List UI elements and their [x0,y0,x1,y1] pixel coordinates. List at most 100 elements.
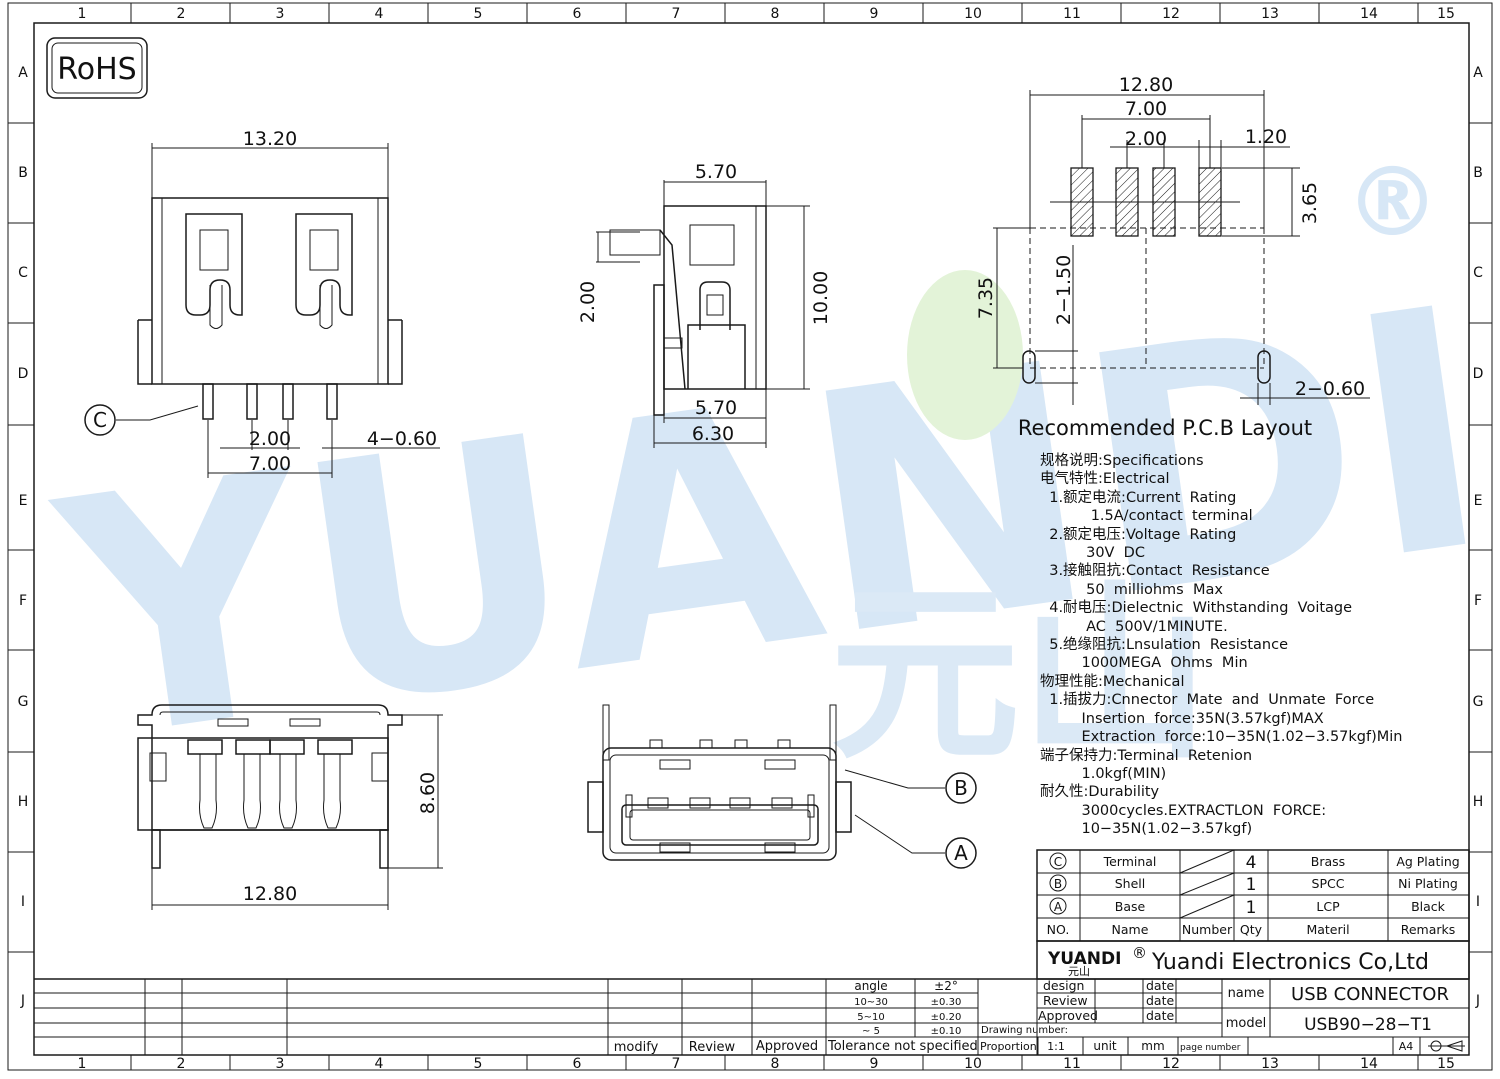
bom-header-qty: Qty [1240,922,1263,937]
bom-name: Shell [1115,876,1146,891]
grid-row-right: I [1476,894,1480,910]
grid-row-right: B [1473,165,1483,181]
label-rev-approved: Approved [756,1039,818,1054]
grid-col-top: 7 [672,6,681,22]
title-logo-cn: 元山 [1068,965,1090,978]
title-logo: YUANDI [1047,949,1121,969]
grid-col-bottom: 11 [1063,1056,1081,1072]
front-width-dim: 13.20 [243,128,297,150]
watermark-leaf [907,270,1023,440]
grid-col-bottom: 14 [1360,1056,1378,1072]
bom-qty: 1 [1246,875,1257,895]
pcb-layout: 12.80 7.00 2.00 1.20 3.65 [975,74,1370,440]
bom-name: Base [1115,899,1146,914]
tolerance-range: ~ 5 [862,1026,880,1037]
grid-row-left: F [19,593,27,609]
label-rev-review: Review [689,1040,736,1055]
spec-line: 端子保持力:Terminal Retenion [1040,747,1253,764]
pcb-depth-dim: 7.35 [975,277,997,319]
pcb-pitch-dim: 2.00 [1125,128,1167,150]
grid-col-bottom: 13 [1261,1056,1279,1072]
side-top-dim: 5.70 [695,161,737,183]
grid-row-right: H [1473,794,1484,810]
rohs-box-outer [46,37,148,99]
grid-row-left: B [18,165,28,181]
grid-col-bottom: 12 [1162,1056,1180,1072]
tolerance-value: ±0.20 [931,1012,962,1023]
spec-line: 1.5A/contact terminal [1040,508,1253,525]
bom-header-number: Number [1182,922,1233,937]
opening-view: B A [587,704,977,869]
scale-value: 1:1 [1047,1040,1065,1053]
grid-col-bottom: 4 [375,1056,384,1072]
bom-header-name: Name [1112,922,1149,937]
grid-col-top: 4 [375,6,384,22]
bom-no: A [1054,900,1063,914]
spec-line: AC 500V/1MINUTE. [1040,618,1228,635]
side-bottom1-dim: 5.70 [695,397,737,419]
spec-line: 3000cycles.EXTRACTLON FORCE: [1040,802,1327,819]
spec-line: 1.插拔力:Cnnector Mate and Unmate Force [1040,692,1375,709]
pcb-overall-dim: 12.80 [1119,74,1173,96]
grid-row-left: G [18,694,29,710]
grid-col-top: 11 [1063,6,1081,22]
label-date-1: date [1146,978,1174,993]
grid-row-right: C [1473,265,1483,281]
grid-col-bottom: 9 [870,1056,879,1072]
grid-col-top: 14 [1360,6,1378,22]
spec-line: 物理性能:Mechanical [1040,673,1185,690]
opening-callout-a: A [954,841,968,865]
bom-qty: 1 [1246,898,1257,918]
projection-icon [1428,1040,1465,1052]
rohs-box-inner [51,42,143,94]
front-pitch-dim: 2.00 [249,428,291,450]
revision-block: modify Review Approved angle±2°10~30±0.3… [34,979,979,1055]
part-name: USB CONNECTOR [1291,984,1449,1005]
grid-row-right: J [1475,993,1480,1009]
label-date-2: date [1146,993,1174,1008]
label-unit: unit [1093,1039,1117,1053]
back-width-dim: 12.80 [243,883,297,905]
spec-line: 电气特性:Electrical [1040,471,1170,488]
front-pins-dim: 4−0.60 [367,428,437,450]
grid-col-top: 13 [1261,6,1279,22]
grid-col-bottom: 10 [964,1056,982,1072]
spec-line: Insertion force:35N(3.57kgf)MAX [1040,710,1324,727]
spec-line: 10−35N(1.02−3.57kgf) [1040,821,1253,838]
grid-row-left: J [20,993,25,1009]
bom-remarks: Ag Plating [1396,854,1459,869]
label-modify: modify [614,1040,659,1055]
sheet-size: A4 [1399,1040,1414,1053]
grid-col-bottom: 8 [771,1056,780,1072]
bom-header-material: Materil [1306,922,1349,937]
label-design: design [1043,978,1084,993]
spec-line: 2.额定电压:Voltage Rating [1040,526,1237,543]
grid-col-top: 5 [474,6,483,22]
front-span-dim: 7.00 [249,453,291,475]
grid-col-top: 12 [1162,6,1180,22]
pcb-slot-width-dim: 2−0.60 [1295,378,1365,400]
spec-line: Extraction force:10−35N(1.02−3.57kgf)Min [1040,729,1403,746]
bom-header-remarks: Remarks [1401,922,1456,937]
pcb-pad-width-dim: 1.20 [1245,126,1287,148]
bom-header-no: NO. [1047,922,1070,937]
spec-line: 耐久性:Durability [1040,784,1160,801]
unit-value: mm [1141,1039,1164,1053]
bom-no-circle [1049,897,1067,915]
opening-callout-b: B [954,776,968,800]
spec-line: 3.接触阻抗:Contact Resistance [1040,563,1270,580]
label-date-3: date [1146,1008,1174,1023]
bom-no: C [1054,855,1062,869]
grid-col-top: 15 [1437,6,1455,22]
title-logo-reg: ® [1132,944,1147,962]
pcb-span-dim: 7.00 [1125,98,1167,120]
tolerance-range: 10~30 [854,997,888,1008]
grid-row-right: D [1473,366,1484,382]
bom-no: B [1054,877,1062,891]
grid-row-right: A [1473,65,1483,81]
bom-material: Brass [1311,854,1345,869]
front-view: 13.20 C 2.00 7.00 4−0.60 [84,128,440,478]
grid-col-bottom: 15 [1437,1056,1455,1072]
